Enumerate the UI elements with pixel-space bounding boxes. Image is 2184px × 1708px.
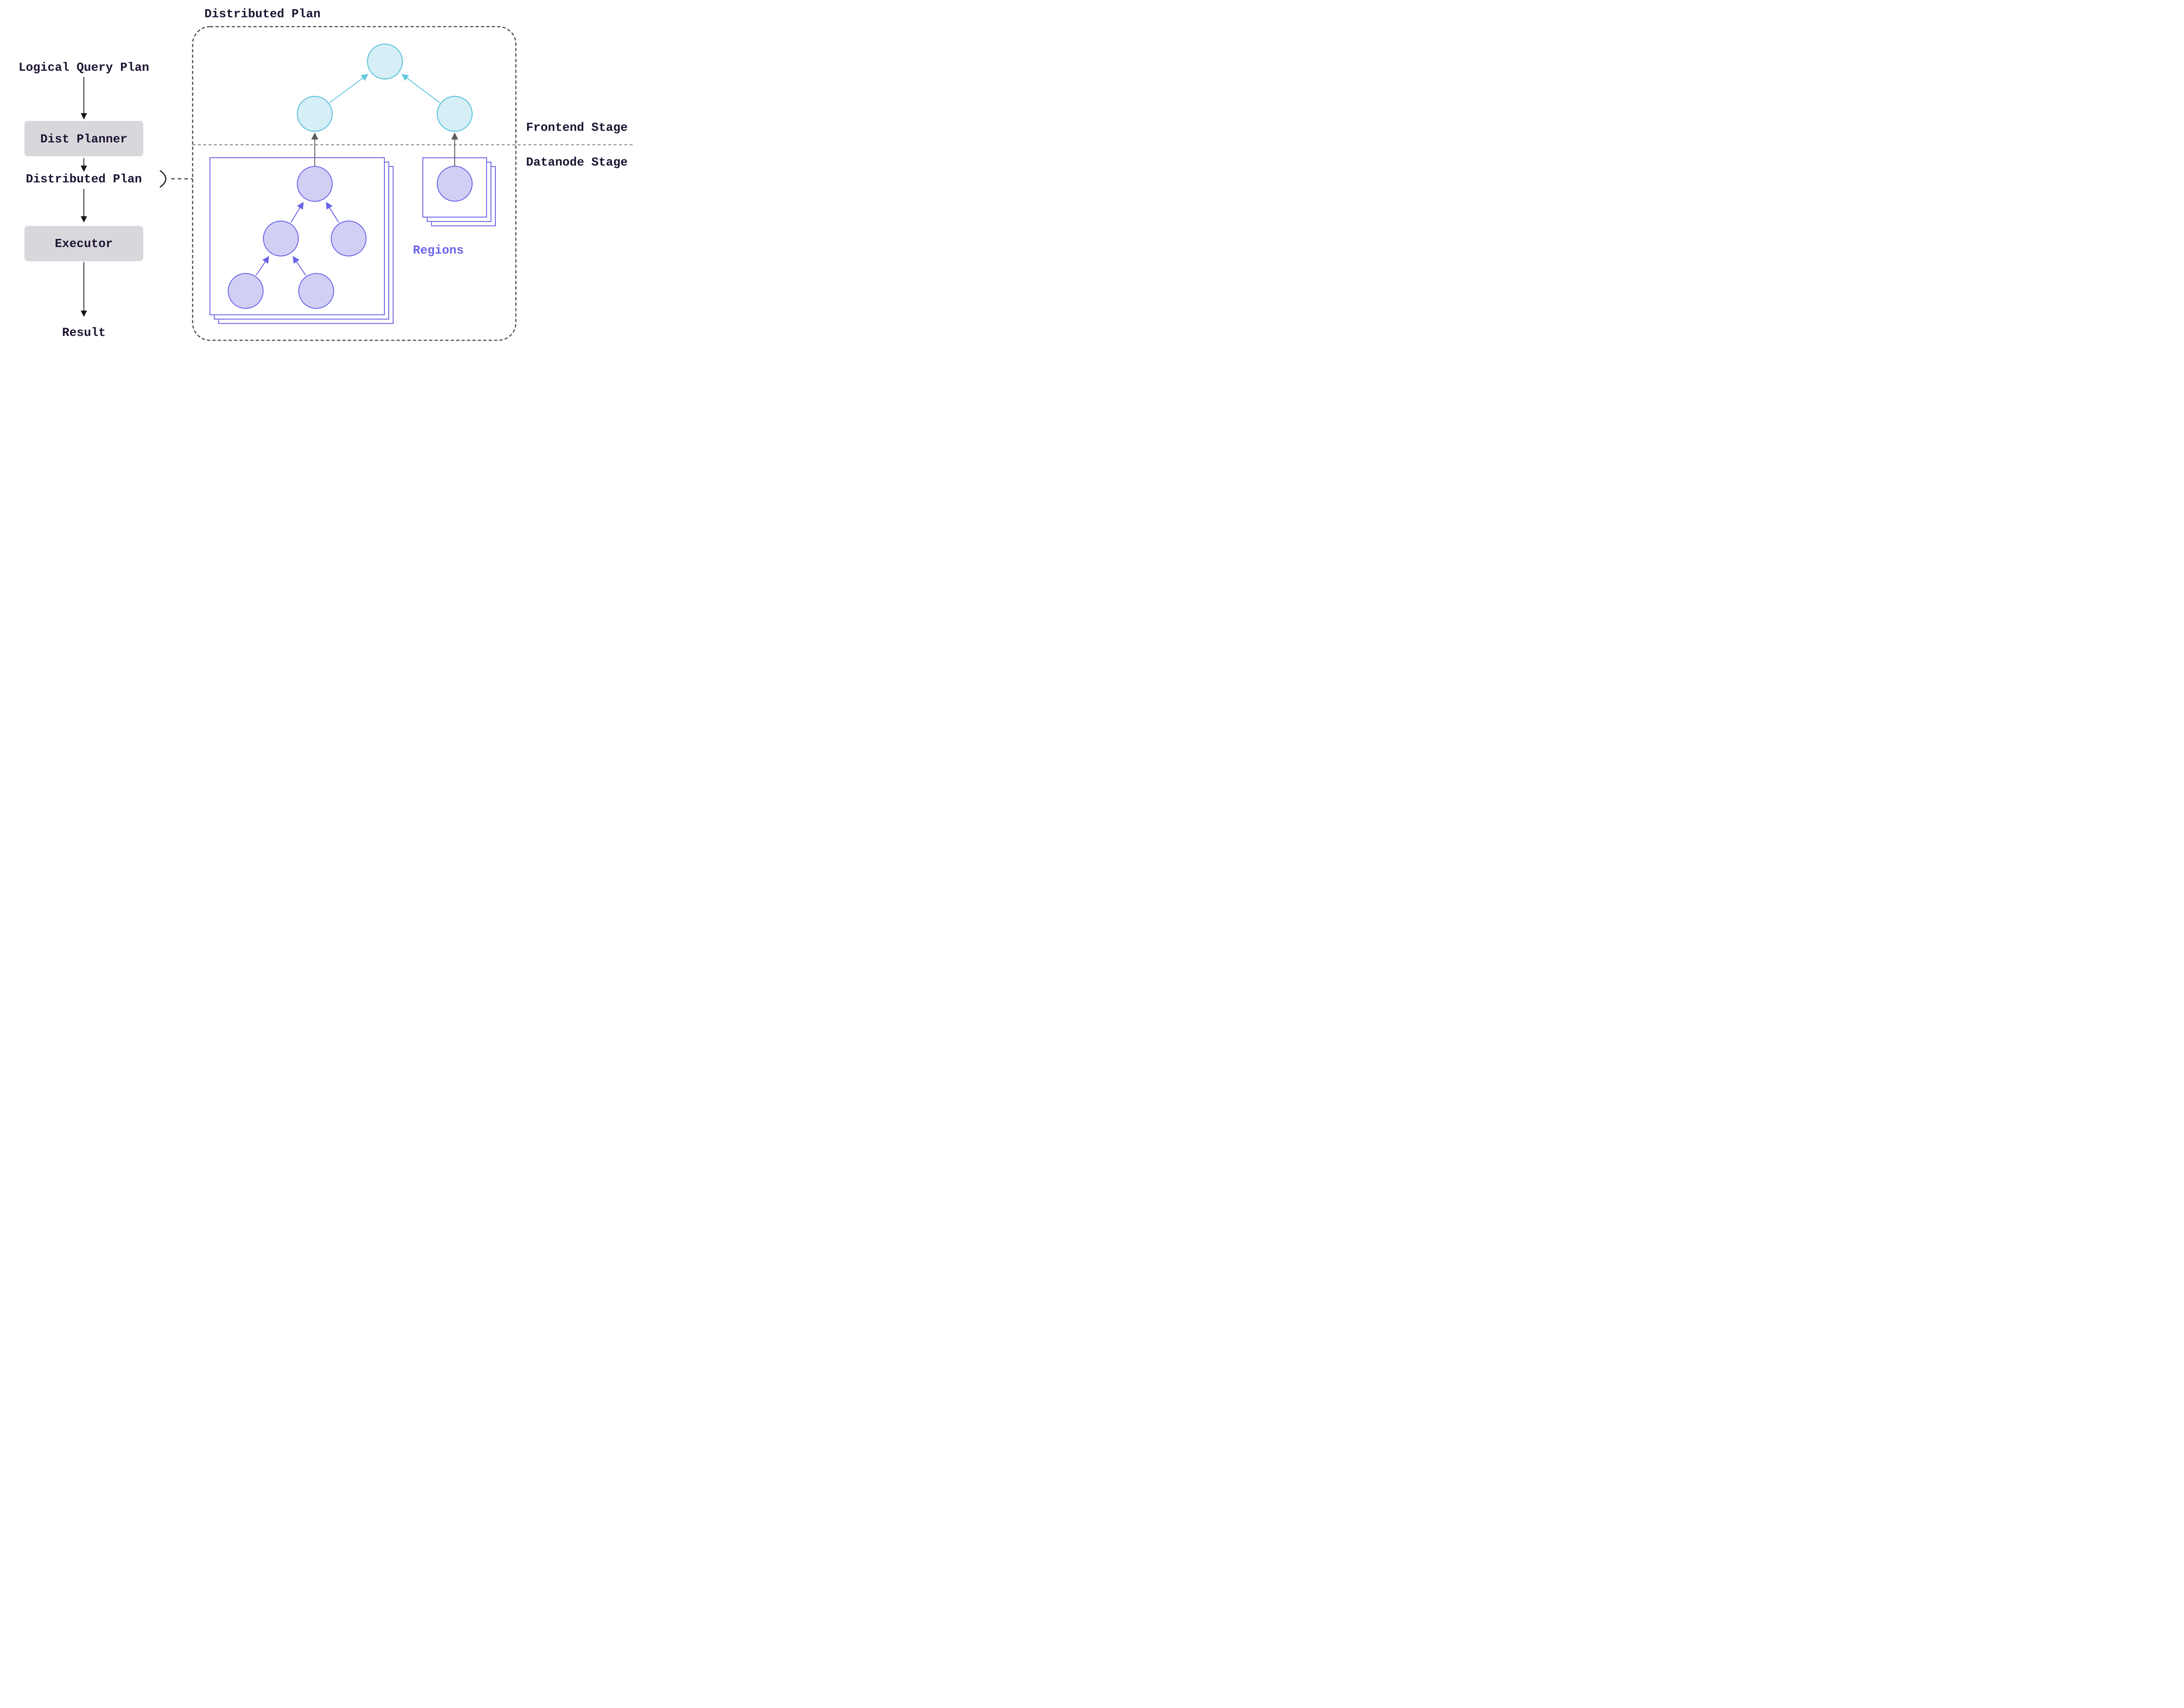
left-region-mid-left-node (263, 221, 299, 256)
brace-paren (159, 170, 166, 188)
left-region-bottom-left-node (228, 273, 264, 309)
result-label: Result (62, 326, 106, 340)
purple-arrow-mr-to-top (326, 202, 339, 223)
purple-arrow-bl-to-ml (256, 256, 270, 276)
distributed-plan-title: Distributed Plan (204, 8, 321, 21)
frontend-left-node (297, 96, 333, 132)
diagram-canvas: Logical Query Plan Dist Planner Distribu… (0, 0, 638, 342)
frontend-stage-label: Frontend Stage (526, 121, 628, 135)
executor-label: Executor (55, 238, 113, 251)
cyan-arrow-left-to-root (329, 74, 369, 103)
purple-arrow-ml-to-top (290, 202, 304, 223)
frontend-right-node (436, 96, 473, 132)
dist-planner-label: Dist Planner (40, 133, 127, 146)
datanode-stage-label: Datanode Stage (526, 156, 628, 169)
distributed-plan-outer-box (192, 26, 517, 341)
distributed-plan-diagram: Logical Query Plan Dist Planner Distribu… (18, 8, 634, 341)
dist-planner-box (24, 121, 143, 156)
right-region-node (437, 166, 473, 202)
cyan-arrow-right-to-root (401, 74, 440, 103)
frontend-root-node (367, 43, 403, 80)
purple-arrow-br-to-ml (293, 256, 306, 276)
regions-label: Regions (413, 244, 463, 257)
left-region-bottom-right-node (298, 273, 334, 309)
left-region-mid-right-node (331, 221, 367, 256)
executor-box (24, 226, 143, 261)
left-region-top-node (297, 166, 333, 202)
logical-query-plan-label: Logical Query Plan (18, 61, 149, 75)
distributed-plan-label: Distributed Plan (26, 173, 142, 186)
